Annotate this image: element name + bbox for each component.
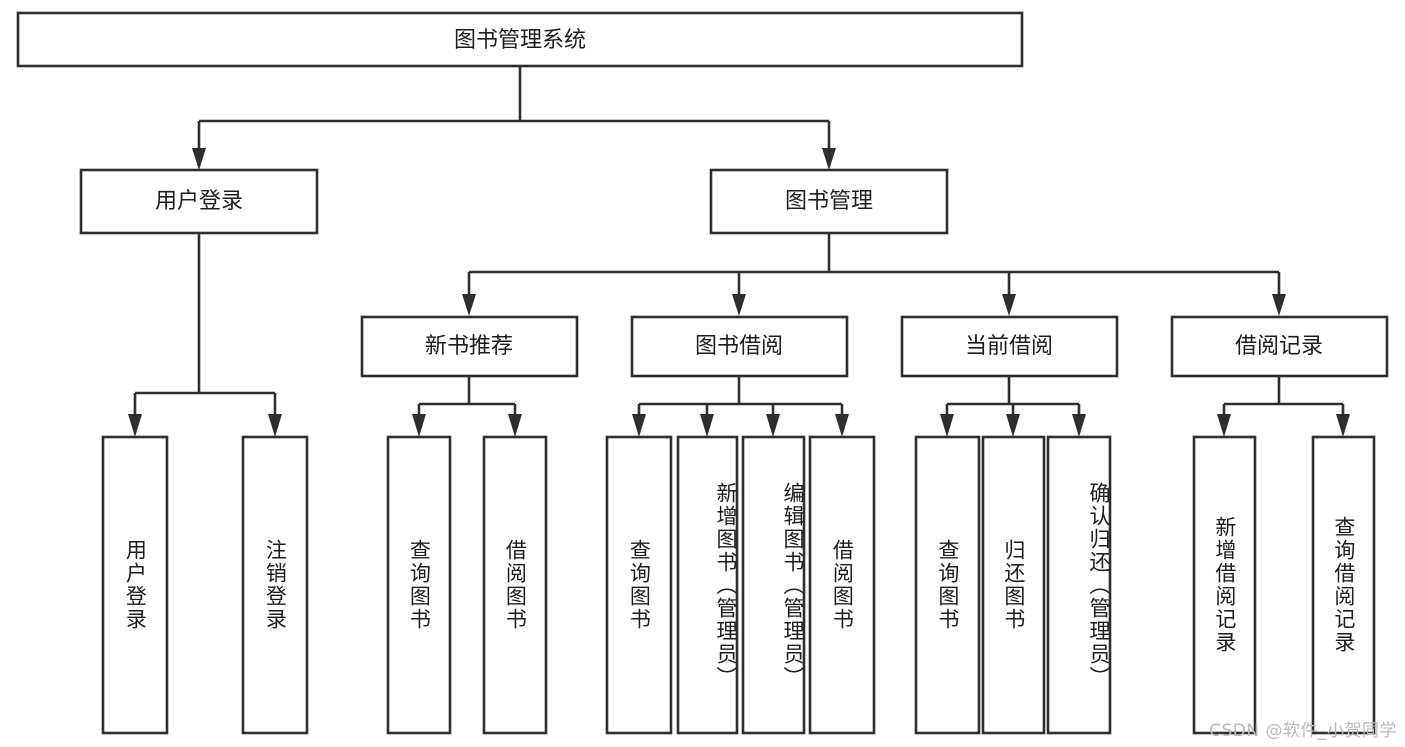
arrowhead-current: [1002, 294, 1016, 316]
arrowhead-login: [192, 148, 206, 170]
node-records-label: 借阅记录: [1235, 334, 1323, 359]
node-borrow[interactable]: [630, 315, 849, 378]
watermark-text: CSDN @软件_小贺同学: [1209, 721, 1397, 741]
arrowhead-bookmgmt: [822, 148, 836, 170]
connector-group-login: [128, 233, 282, 437]
arrowhead-records: [1272, 294, 1286, 316]
arrowhead-leaf3: [412, 414, 426, 437]
node-root[interactable]: [16, 11, 1024, 68]
node-records[interactable]: [1170, 315, 1389, 378]
node-leaf12[interactable]: [1192, 435, 1257, 735]
node-login[interactable]: [79, 168, 319, 235]
node-current-label: 当前借阅: [965, 334, 1053, 359]
arrowhead-leaf13: [1336, 414, 1350, 437]
arrowhead-newbook: [462, 294, 476, 316]
node-current[interactable]: [900, 315, 1119, 378]
node-leaf9[interactable]: [914, 435, 981, 735]
arrowhead-leaf8: [835, 414, 849, 437]
node-newbook[interactable]: [360, 315, 579, 378]
connector-group-newbook: [412, 376, 522, 437]
node-newbook-label: 新书推荐: [425, 334, 513, 359]
arrowhead-borrow: [732, 294, 746, 316]
node-leaf8[interactable]: [808, 435, 876, 735]
connector-group-records: [1217, 376, 1350, 437]
connector-group-borrow: [632, 376, 849, 437]
node-leaf2[interactable]: [241, 435, 309, 735]
arrowhead-leaf12: [1217, 414, 1231, 437]
node-bookmgmt-label: 图书管理: [785, 189, 873, 214]
node-leaf13[interactable]: [1311, 435, 1376, 735]
node-borrow-label: 图书借阅: [695, 334, 783, 359]
arrowhead-leaf1: [128, 414, 142, 437]
connector-group-root: [192, 66, 836, 170]
arrowhead-leaf11: [1072, 414, 1086, 437]
arrowhead-leaf10: [1006, 414, 1020, 437]
connector-group-bookmgmt: [462, 233, 1286, 316]
node-leaf5[interactable]: [605, 435, 673, 735]
node-login-label: 用户登录: [155, 189, 243, 214]
arrowhead-leaf4: [508, 414, 522, 437]
node-leaf10[interactable]: [981, 435, 1046, 735]
arrowhead-leaf6: [700, 414, 714, 437]
arrowhead-leaf7: [766, 414, 780, 437]
node-leaf1[interactable]: [101, 435, 169, 735]
node-leaf6[interactable]: [676, 435, 739, 735]
arrowhead-leaf9: [940, 414, 954, 437]
node-leaf7[interactable]: [741, 435, 806, 735]
node-root-label: 图书管理系统: [454, 28, 586, 53]
node-leaf4[interactable]: [482, 435, 548, 735]
node-leaf11[interactable]: [1046, 435, 1112, 735]
arrowhead-leaf5: [632, 414, 646, 437]
node-leaf3[interactable]: [386, 435, 452, 735]
arrowhead-leaf2: [268, 414, 282, 437]
connector-group-current: [940, 376, 1086, 437]
node-bookmgmt[interactable]: [709, 168, 949, 235]
